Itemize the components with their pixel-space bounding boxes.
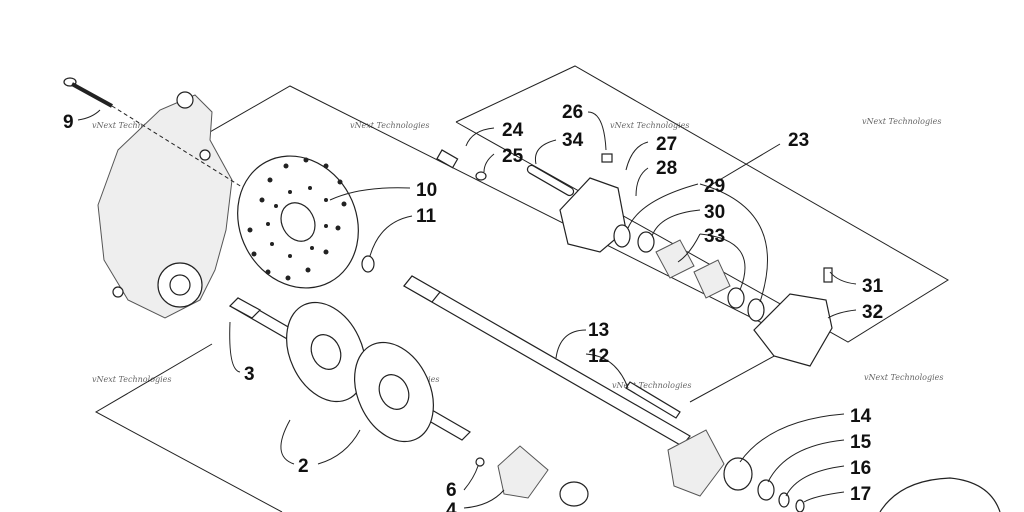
washer-15 [757,479,775,501]
nut-17 [795,499,805,512]
gear-case-body [97,94,233,319]
disc-splined-hub [280,202,316,242]
brake-pad-inner [655,239,695,279]
washer-6 [475,457,485,467]
bleeder-valve [823,267,833,283]
callout-34: 34 [562,130,584,151]
drive-sprocket-hub [378,374,410,410]
callout-25: 25 [502,146,524,167]
right-side-parts [667,429,1001,512]
bearing-flange [497,445,589,507]
key-12 [625,381,681,419]
spacer-16 [778,492,790,508]
bolt-9 [63,77,251,193]
piston-outer [727,287,745,309]
caliper-housing [753,293,833,367]
washer-25 [475,171,487,181]
callout-13: 13 [588,320,609,341]
callout-27: 27 [656,134,677,155]
caliper-group-outline [455,65,949,343]
piston-seal [613,224,631,248]
callout-15: 15 [850,432,872,453]
idler-wheel [879,477,1001,512]
leader-lines [77,109,857,509]
gear-case-mount-ear [176,91,194,109]
o-ring-11 [361,255,375,273]
axle-spline [229,297,261,319]
brake-disc [237,155,359,289]
callout-6: 6 [446,480,457,501]
piston [637,231,655,253]
callout-23: 23 [788,130,809,151]
caliper-bolt [436,149,459,169]
drive-sprocket-hub [310,334,342,370]
bolt-axis [111,105,251,193]
caliper-assembly [436,149,833,367]
watermark: vNext Technologies [610,121,689,130]
gear-case-housing [97,91,233,319]
watermark: vNext Technologies [92,121,171,130]
watermark: vNext Technologies [612,381,691,390]
driveshaft-group-outline [94,343,283,512]
callout-2: 2 [298,456,309,477]
brake-disc-group-outline [181,85,802,403]
brake-pad-outer [693,259,731,299]
callout-17: 17 [850,484,871,505]
callout-16: 16 [850,458,871,479]
callout-24: 24 [502,120,524,141]
bearing-14 [723,457,753,491]
callout-labels: 9 24 25 26 34 27 28 23 10 11 29 30 33 31… [63,102,884,512]
driveshaft-spline [403,275,441,303]
callout-28: 28 [656,158,677,179]
disc-vent-holes [247,157,347,281]
watermark: vNext Technologies [862,117,941,126]
flange-bearing [559,481,589,507]
caliper-pin [526,164,575,197]
callout-33: 33 [704,226,725,247]
bleeder-screw [601,153,613,163]
bearing-housing-plate [667,429,725,497]
bolt-shank [71,82,113,108]
callout-26: 26 [562,102,583,123]
gear-case-bolt-hole [112,286,124,298]
flange-plate [497,445,549,499]
callout-31: 31 [862,276,884,297]
gear-case-bore [169,274,191,296]
piston-seal-outer [747,298,765,322]
axle-with-sprockets [229,297,485,467]
callout-3: 3 [244,364,255,385]
callout-12: 12 [588,346,609,367]
callout-10: 10 [416,180,437,201]
gear-case-bolt-hole [199,149,211,161]
callout-29: 29 [704,176,725,197]
watermark: vNext Technologies [92,375,171,384]
callout-32: 32 [862,302,883,323]
watermark: vNext Technologies [864,373,943,382]
callout-14: 14 [850,406,872,427]
callout-30: 30 [704,202,725,223]
callout-11: 11 [416,206,437,227]
watermark: vNext Technologies [350,121,429,130]
callout-9: 9 [63,112,74,133]
driveshaft [403,275,691,447]
callout-4: 4 [446,500,457,512]
